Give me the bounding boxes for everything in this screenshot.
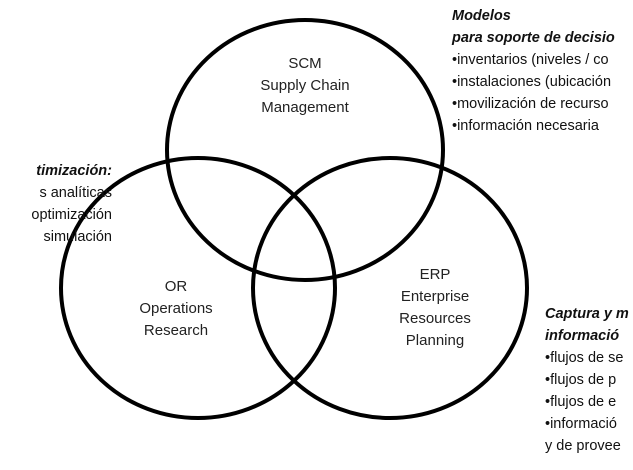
- or-label-line: Research: [143, 322, 209, 339]
- scm-label-line: Supply Chain: [260, 77, 350, 94]
- or-circle: [59, 156, 337, 420]
- or-label-line: OR: [164, 278, 188, 295]
- scm-label: SCM Supply Chain Management: [215, 53, 395, 119]
- optimization-note: timización: s analíticas optimización si…: [0, 160, 112, 248]
- models-heading: para soporte de decisio: [452, 30, 615, 46]
- erp-label-line: Resources: [399, 310, 471, 327]
- models-bullet: •inventarios (niveles / co: [452, 52, 609, 68]
- or-label: OR Operations Research: [106, 276, 246, 342]
- scm-circle: [165, 18, 445, 282]
- capture-line: •flujos de p: [545, 372, 617, 388]
- erp-label: ERP Enterprise Resources Planning: [365, 264, 505, 352]
- optimization-line: s analíticas: [39, 185, 112, 201]
- capture-line: •informació: [545, 416, 617, 432]
- models-bullet: •movilización de recurso: [452, 96, 609, 112]
- optimization-line: optimización: [31, 207, 112, 223]
- models-heading: Modelos: [452, 8, 511, 24]
- capture-heading: Captura y m: [545, 306, 629, 322]
- erp-label-line: Enterprise: [400, 288, 470, 305]
- erp-label-line: ERP: [419, 266, 451, 283]
- erp-label-line: Planning: [405, 332, 465, 349]
- optimization-line: simulación: [43, 229, 113, 245]
- models-bullet: •información necesaria: [452, 118, 599, 134]
- or-label-line: Operations: [139, 300, 213, 317]
- scm-label-line: SCM: [288, 55, 322, 72]
- capture-line: y de provee: [545, 438, 621, 454]
- models-note: Modelos para soporte de decisio •inventa…: [452, 5, 615, 137]
- capture-line: •flujos de se: [545, 350, 624, 366]
- scm-label-line: Management: [261, 99, 349, 116]
- capture-heading: informació: [545, 328, 620, 344]
- capture-line: •flujos de e: [545, 394, 617, 410]
- capture-note: Captura y m informació •flujos de se •fl…: [545, 303, 629, 457]
- optimization-heading: timización:: [36, 163, 112, 179]
- models-bullet: •instalaciones (ubicación: [452, 74, 612, 90]
- erp-circle: [251, 156, 529, 420]
